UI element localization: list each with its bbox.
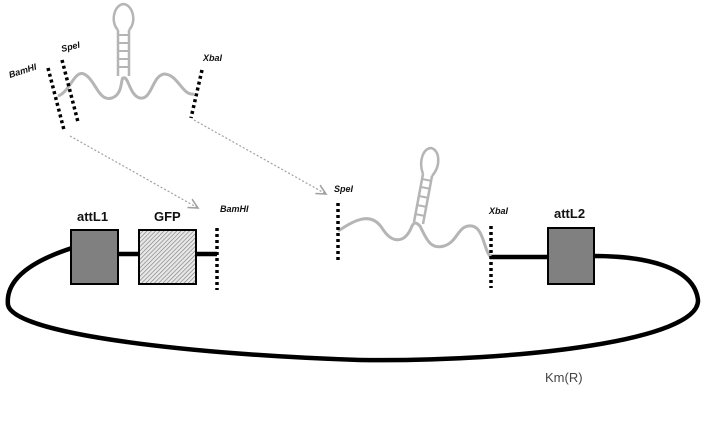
insert-rna-strand [57,72,195,100]
arrow-to-spei [193,119,326,194]
attl1-label: attL1 [77,209,108,224]
insert-spei-label: SpeI [60,40,81,54]
insert-spei-site [60,59,80,123]
plasmid-backbone [5,245,701,363]
inserted-rna-strand [337,217,493,259]
plasmid-bamhi-label: BamHI [220,204,249,214]
kanamycin-resistance-label: Km(R) [545,370,583,385]
inserted-fragment: SpeI XbaI [334,146,509,288]
attl2-box [547,227,595,285]
insert-hairpin [112,2,135,76]
gfp-label: GFP [154,209,181,224]
insert-fragment: BamHI SpeI XbaI [8,2,223,131]
insert-bamhi-site [46,67,66,131]
attl1-box [70,229,119,285]
arrow-to-bamhi [69,135,198,208]
plasmid-xbai-label: XbaI [488,206,509,216]
insert-bamhi-label: BamHI [8,61,39,79]
inserted-hairpin [412,146,440,225]
plasmid-spei-label: SpeI [334,184,354,194]
insert-xbai-label: XbaI [202,53,223,63]
insert-xbai-site [189,69,204,119]
attl2-label: attL2 [554,206,585,221]
gfp-box [138,229,197,285]
